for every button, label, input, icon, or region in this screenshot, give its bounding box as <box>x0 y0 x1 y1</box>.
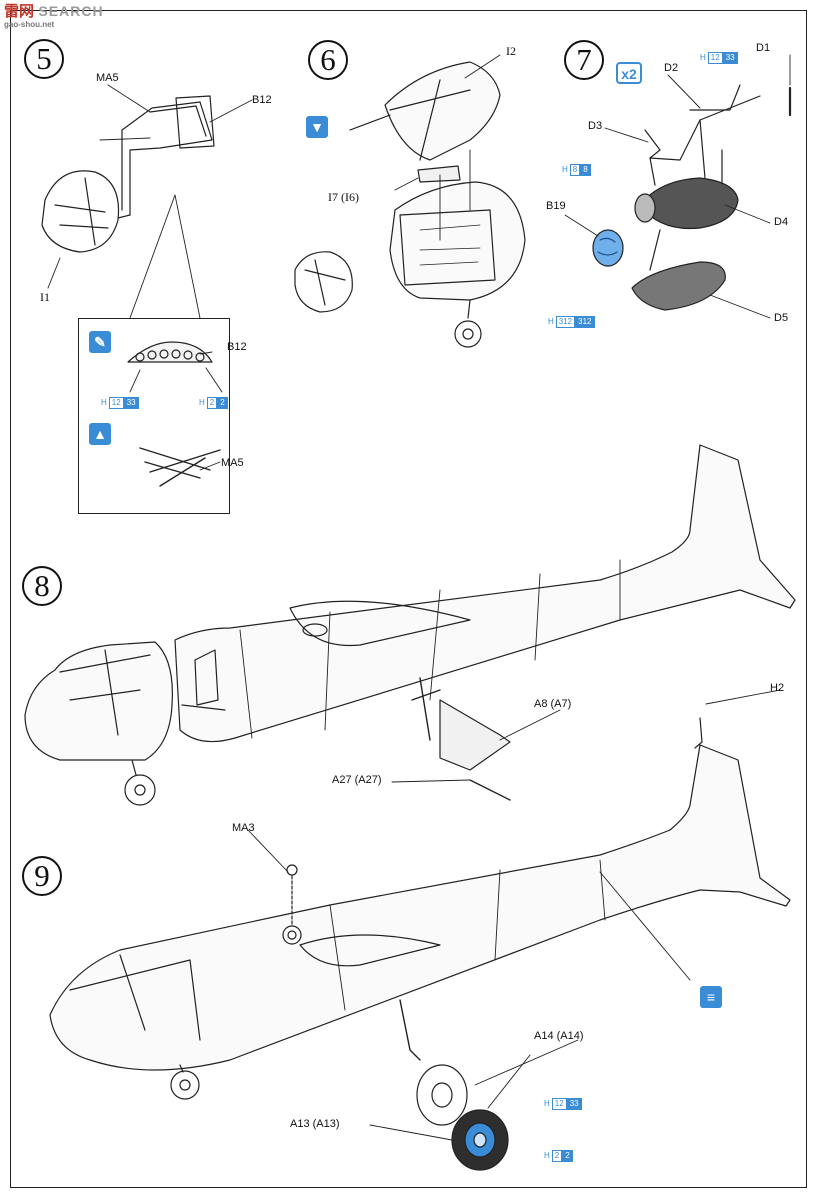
step-number-5: 5 <box>24 39 64 79</box>
step5-drawing <box>41 95 215 319</box>
step-number-9: 9 <box>22 856 62 896</box>
watermark: 雷网 SEARCH gao-shou.net <box>4 4 104 29</box>
label-d2: D2 <box>664 62 679 74</box>
label-b19: B19 <box>546 200 566 212</box>
label-b12: B12 <box>252 94 272 106</box>
label-ma5: MA5 <box>96 72 119 84</box>
step-number-8: 8 <box>22 566 62 606</box>
page-frame <box>10 10 807 1188</box>
label-d4: D4 <box>774 216 789 228</box>
watermark-brand-cn: 雷网 <box>4 3 35 20</box>
leader-lines <box>107 54 791 1086</box>
step9-drawing <box>49 744 791 1171</box>
step-number-6: 6 <box>308 40 348 80</box>
glue-tube-icon: ▼ <box>306 116 328 138</box>
view-up-arrow-icon: ▲ <box>89 423 111 445</box>
step6-drawing <box>294 61 526 348</box>
label-a14: A14 (A14) <box>534 1030 584 1042</box>
label-d5: D5 <box>774 312 789 324</box>
label-a8: A8 (A7) <box>534 698 572 710</box>
step7-drawing <box>592 84 792 311</box>
label-ma3: MA3 <box>232 822 255 834</box>
label-h2: H2 <box>770 682 785 694</box>
detail-label-b12: B12 <box>227 341 247 353</box>
watermark-site: gao-shou.net <box>4 20 55 29</box>
watermark-brand-en: SEARCH <box>38 3 104 19</box>
step-number-7: 7 <box>564 40 604 80</box>
label-a27: A27 (A27) <box>332 774 382 786</box>
label-d3: D3 <box>588 120 603 132</box>
step5-detail-drawing <box>127 341 223 487</box>
multiplier-badge: x2 <box>616 62 642 84</box>
label-i1: I1 <box>40 290 50 304</box>
label-i7: I7 (I6) <box>328 190 359 204</box>
detail-label-ma5: MA5 <box>221 457 244 469</box>
paint-brush-icon: ✎ <box>89 331 111 353</box>
decal-stripes-icon: ≡ <box>700 986 722 1008</box>
label-a13: A13 (A13) <box>290 1118 340 1130</box>
label-i2: I2 <box>506 44 516 58</box>
label-d1: D1 <box>756 42 771 54</box>
step8-drawing <box>24 444 796 806</box>
